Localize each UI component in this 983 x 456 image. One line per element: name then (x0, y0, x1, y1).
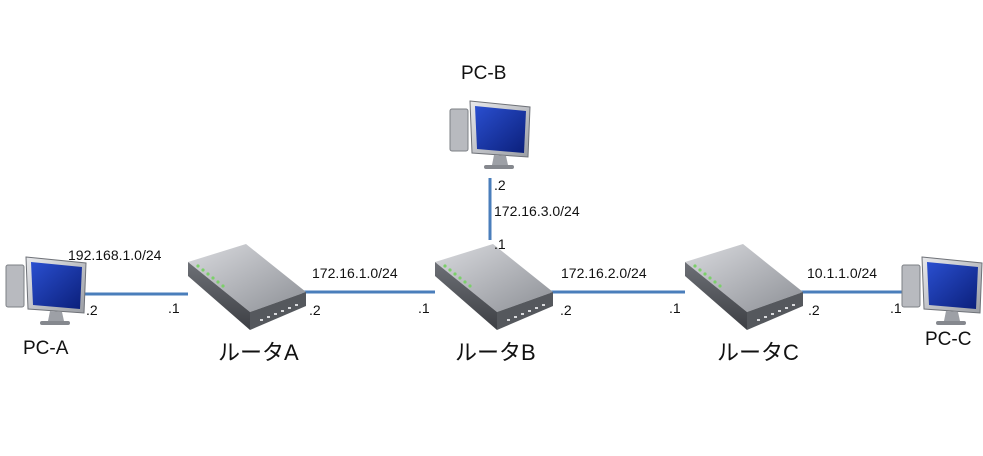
host-label-router-b-right: .2 (560, 302, 572, 318)
host-label-router-c-left: .1 (669, 300, 681, 316)
pc-b-label: PC-B (461, 63, 507, 84)
host-label-router-c-right: .2 (808, 302, 820, 318)
router-a-label: ルータA (218, 340, 299, 365)
host-label-router-b-top: .1 (494, 236, 506, 252)
host-label-router-a-left: .1 (168, 300, 180, 316)
subnet-label-net3: 172.16.2.0/24 (561, 265, 647, 281)
host-label-pc-b: .2 (494, 177, 506, 193)
router-c-icon (685, 244, 803, 330)
host-label-router-b-left: .1 (418, 300, 430, 316)
subnet-label-net5: 172.16.3.0/24 (494, 203, 580, 219)
host-label-pc-c: .1 (890, 300, 902, 316)
pc-a-label: PC-A (23, 338, 69, 359)
host-label-router-a-right: .2 (309, 302, 321, 318)
subnet-label-net4: 10.1.1.0/24 (807, 265, 878, 281)
subnet-label-net1: 192.168.1.0/24 (68, 247, 162, 263)
router-c-label: ルータC (717, 340, 799, 365)
router-a-icon (188, 244, 306, 330)
pc-b-icon (449, 100, 531, 169)
pc-a-icon (5, 256, 87, 325)
router-b-label: ルータB (455, 340, 536, 365)
pc-c-label: PC-C (925, 329, 972, 350)
pc-c-icon (901, 256, 983, 325)
host-label-pc-a: .2 (86, 302, 98, 318)
router-b-icon (435, 244, 553, 330)
subnet-label-net2: 172.16.1.0/24 (312, 265, 398, 281)
